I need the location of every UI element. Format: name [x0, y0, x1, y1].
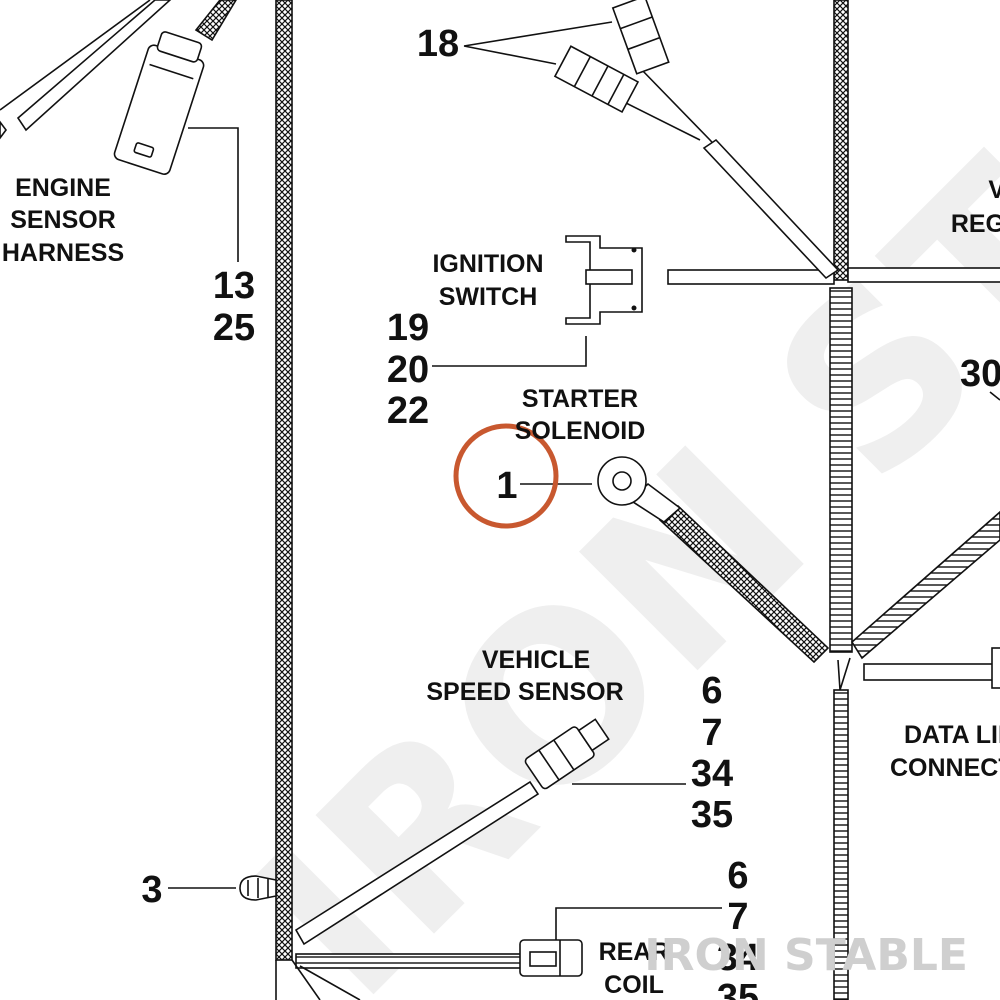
ref-20: 20 — [387, 349, 429, 391]
ignition-switch-line-2: SWITCH — [439, 283, 538, 311]
part-18-wire-b — [619, 99, 701, 141]
rear-coil-line-1: REAR — [599, 938, 670, 966]
engine-sensor-thin-wire-end — [0, 120, 7, 140]
engine-sensor-thin-wire — [0, 0, 151, 111]
watermark-text: IRON STABLE — [209, 0, 1000, 1000]
clip-part-3 — [239, 875, 277, 901]
engine-sensor-harness-line-1: ENGINE — [15, 174, 111, 202]
engine-sensor-wire-sleeve — [16, 0, 172, 132]
part-18-connector-b — [553, 45, 640, 114]
vss-ref-7: 7 — [701, 712, 722, 754]
vehicle-speed-sensor-wire — [294, 780, 540, 946]
voltage-regulator-branch — [850, 510, 1000, 660]
lower-branch-stubs — [275, 959, 361, 1000]
leader-ignition-switch — [432, 336, 587, 367]
leader-rear-coil — [555, 907, 722, 940]
main-harness-left — [275, 0, 293, 961]
starter-solenoid-line-2: SOLENOID — [515, 417, 646, 445]
voltage-regulator-line-2: REG — [951, 210, 1000, 238]
vehicle-speed-sensor-line-2: SPEED SENSOR — [426, 678, 623, 706]
rc-ref-34: 34 — [717, 937, 759, 979]
ref-25: 25 — [213, 307, 255, 349]
ref-30: 30 — [960, 353, 1000, 395]
main-harness-right-upper — [833, 0, 849, 281]
highlight-circle — [453, 423, 559, 529]
starter-solenoid-line-1: STARTER — [522, 385, 638, 413]
engine-sensor-braid — [194, 0, 237, 42]
ignition-switch-part — [565, 235, 643, 325]
ignition-switch-wire — [667, 269, 835, 285]
rc-ref-6: 6 — [727, 855, 748, 897]
vehicle-speed-sensor-line-1: VEHICLE — [482, 646, 590, 674]
engine-sensor-connector — [113, 31, 205, 175]
ref-18: 18 — [417, 23, 459, 65]
ref-22: 22 — [387, 390, 429, 432]
rc-ref-35: 35 — [717, 977, 759, 1000]
data-link-connector — [991, 647, 1000, 689]
vss-ref-6: 6 — [701, 670, 722, 712]
ignition-switch-line-1: IGNITION — [432, 250, 543, 278]
starter-solenoid-ring-hole — [612, 471, 632, 491]
rc-ref-7: 7 — [727, 896, 748, 938]
junction-lines — [837, 657, 851, 691]
leader-18 — [463, 21, 613, 65]
main-harness-right-lower — [833, 689, 849, 1000]
ref-19: 19 — [387, 307, 429, 349]
voltage-regulator-line-1: V — [988, 176, 1000, 204]
engine-sensor-harness-label: ENGINE SENSOR HARNESS — [2, 174, 124, 267]
main-harness-right-middle — [829, 287, 853, 653]
data-link-connector-line-2: CONNECTO — [890, 754, 1000, 782]
ref-13: 13 — [213, 265, 255, 307]
vss-ref-35: 35 — [691, 794, 733, 836]
data-link-wire — [863, 663, 995, 681]
engine-sensor-harness-line-3: HARNESS — [2, 239, 124, 267]
vehicle-speed-sensor-connector — [524, 718, 610, 790]
leader-13-25 — [188, 127, 239, 262]
rear-coil-line-2: COIL — [604, 971, 664, 999]
ref-1: 1 — [496, 465, 517, 507]
leader-30 — [989, 391, 1000, 401]
part-18-connector-a — [611, 0, 670, 75]
ref-3: 3 — [141, 869, 162, 911]
vss-ref-34: 34 — [691, 753, 733, 795]
branch-right-top — [847, 267, 1000, 283]
data-link-connector-line-1: DATA LIN — [904, 721, 1000, 749]
rear-coil-wire — [295, 953, 525, 969]
brand-logo: IRON STABLE — [644, 930, 968, 981]
engine-sensor-harness-line-2: SENSOR — [10, 206, 116, 234]
rear-coil-connector — [519, 939, 583, 977]
part-18-wire-sleeve — [702, 138, 840, 280]
